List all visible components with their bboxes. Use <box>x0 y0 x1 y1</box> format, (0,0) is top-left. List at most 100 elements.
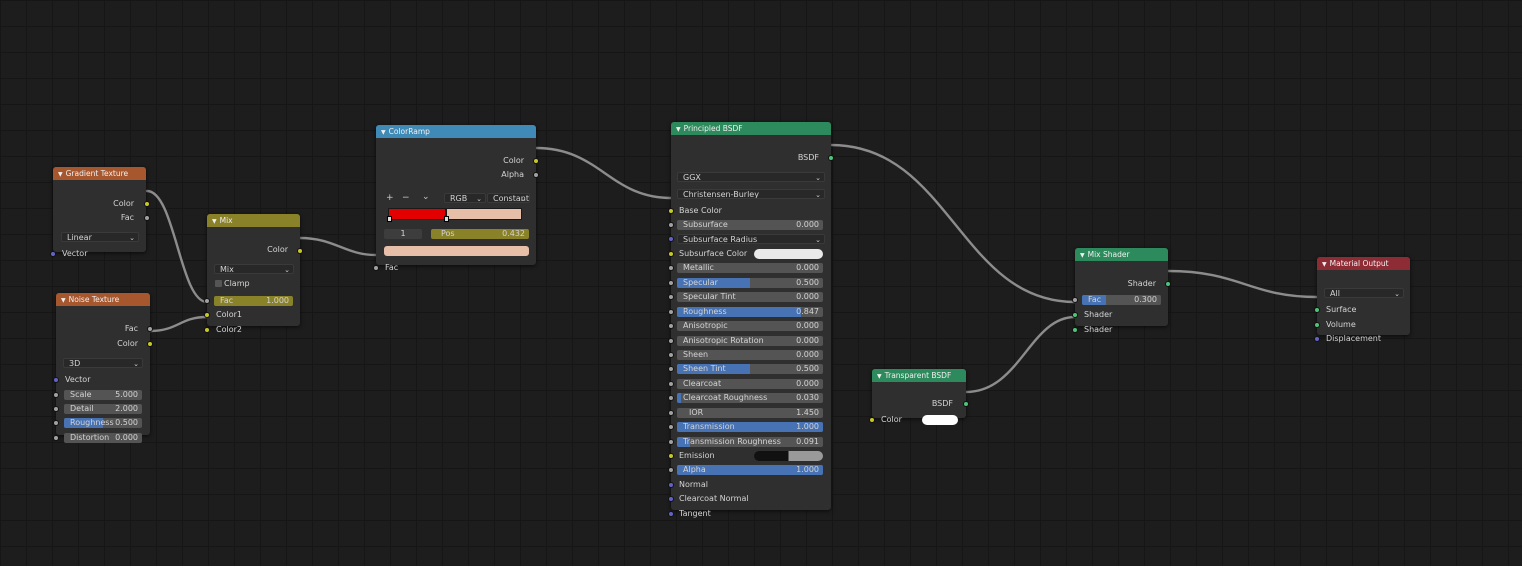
stop-index-field[interactable]: 1 <box>384 229 422 239</box>
input-fac-socket[interactable] <box>373 265 379 271</box>
clamp-checkbox[interactable] <box>215 280 222 287</box>
collapse-icon[interactable]: ▼ <box>1322 261 1327 268</box>
input-base-color-socket[interactable] <box>668 208 674 214</box>
node-header[interactable]: ▼Mix Shader <box>1075 248 1168 261</box>
node-header[interactable]: ▼Material Output <box>1317 257 1410 270</box>
subsurface-method-dropdown[interactable]: Christensen-Burley⌄ <box>677 189 825 199</box>
ramp-color-right[interactable] <box>445 208 522 220</box>
input-normal-socket[interactable] <box>668 482 674 488</box>
subsurface-color-swatch[interactable] <box>754 249 823 259</box>
add-stop-button[interactable]: + <box>386 193 394 203</box>
input-volume-socket[interactable] <box>1314 322 1320 328</box>
input-anisotropic-rotation-socket[interactable] <box>668 338 674 344</box>
subsurface-radius-dropdown[interactable]: Subsurface Radius⌄ <box>677 234 825 244</box>
stop-color-swatch[interactable] <box>384 246 529 256</box>
input-emission-socket[interactable] <box>668 453 674 459</box>
input-sheen-tint-socket[interactable] <box>668 366 674 372</box>
material-output-node[interactable]: ▼Material Output All⌄ Surface Volume Dis… <box>1314 257 1410 343</box>
ramp-menu-button[interactable]: ⌄ <box>422 192 430 202</box>
input-color2-socket[interactable] <box>204 327 210 333</box>
color-ramp-node[interactable]: ▼ColorRamp Color Alpha + − ⌄ RGB⌄ Consta… <box>373 125 539 272</box>
node-header[interactable]: ▼Mix <box>207 214 300 227</box>
input-anisotropic-socket[interactable] <box>668 323 674 329</box>
gradient-texture-node[interactable]: ▼Gradient Texture Color Fac Linear⌄ Vect… <box>50 167 150 258</box>
input-clearcoat-socket[interactable] <box>668 381 674 387</box>
noise-texture-node[interactable]: ▼Noise Texture Fac Color 3D⌄ Vector Scal… <box>53 293 153 443</box>
ramp-color-left[interactable] <box>388 208 446 220</box>
input-color1-socket[interactable] <box>204 312 210 318</box>
blend-mode-dropdown[interactable]: Mix⌄ <box>214 264 294 274</box>
input-roughness-socket[interactable] <box>53 420 59 426</box>
collapse-icon[interactable]: ▼ <box>58 171 63 178</box>
collapse-icon[interactable]: ▼ <box>1080 252 1085 259</box>
input-shader-1-socket[interactable] <box>1072 312 1078 318</box>
input-surface-socket[interactable] <box>1314 307 1320 313</box>
input-shader-2-socket[interactable] <box>1072 327 1078 333</box>
input-tangent-socket[interactable] <box>668 511 674 517</box>
input-clearcoat-roughness-socket[interactable] <box>668 395 674 401</box>
collapse-icon[interactable]: ▼ <box>676 126 681 133</box>
input-metallic-socket[interactable] <box>668 265 674 271</box>
output-bsdf-socket[interactable] <box>963 401 969 407</box>
output-color-socket[interactable] <box>144 201 150 207</box>
input-alpha-socket[interactable] <box>668 467 674 473</box>
color-mode-dropdown[interactable]: RGB⌄ <box>444 193 486 203</box>
input-subsurface-socket[interactable] <box>668 222 674 228</box>
input-transmission-socket[interactable] <box>668 424 674 430</box>
input-vector-socket[interactable] <box>53 377 59 383</box>
input-distortion-socket[interactable] <box>53 435 59 441</box>
output-color-socket[interactable] <box>297 248 303 254</box>
input-color-socket[interactable] <box>869 417 875 423</box>
distribution-dropdown[interactable]: GGX⌄ <box>677 172 825 182</box>
input-clearcoat-normal-socket[interactable] <box>668 496 674 502</box>
node-header[interactable]: ▼Gradient Texture <box>53 167 146 180</box>
remove-stop-button[interactable]: − <box>402 193 410 203</box>
input-fac-socket[interactable] <box>204 298 210 304</box>
input-scale-socket[interactable] <box>53 392 59 398</box>
node-header[interactable]: ▼Noise Texture <box>56 293 150 306</box>
principled-bsdf-node[interactable]: ▼Principled BSDF BSDF GGX⌄ Christensen-B… <box>668 122 834 518</box>
dimensions-dropdown[interactable]: 3D⌄ <box>63 358 143 368</box>
ramp-stop-1-handle[interactable] <box>443 216 449 222</box>
input-subsurface-color-socket[interactable] <box>668 251 674 257</box>
output-fac-socket[interactable] <box>144 215 150 221</box>
collapse-icon[interactable]: ▼ <box>61 297 66 304</box>
interpolation-dropdown[interactable]: Constant⌄ <box>487 193 530 203</box>
collapse-icon[interactable]: ▼ <box>877 373 882 380</box>
ramp-stop-0-handle[interactable] <box>387 216 392 222</box>
color-swatch[interactable] <box>922 415 958 425</box>
output-color-socket[interactable] <box>533 158 539 164</box>
transparent-bsdf-node[interactable]: ▼Transparent BSDF BSDF Color <box>869 369 969 425</box>
input-vector-socket[interactable] <box>50 251 56 257</box>
output-bsdf-socket[interactable] <box>828 155 834 161</box>
input-transmission-roughness-socket[interactable] <box>668 439 674 445</box>
render-target-dropdown[interactable]: All⌄ <box>1324 288 1404 298</box>
gradient-type-dropdown[interactable]: Linear⌄ <box>61 232 139 242</box>
emission-color-swatch[interactable] <box>754 451 823 461</box>
output-color-socket[interactable] <box>147 341 153 347</box>
input-fac-socket[interactable] <box>1072 297 1078 303</box>
input-subsurface-radius-socket[interactable] <box>668 236 674 242</box>
output-fac-socket[interactable] <box>147 326 153 332</box>
node-header[interactable]: ▼Transparent BSDF <box>872 369 966 382</box>
collapse-icon[interactable]: ▼ <box>381 129 386 136</box>
output-shader-socket[interactable] <box>1165 281 1171 287</box>
